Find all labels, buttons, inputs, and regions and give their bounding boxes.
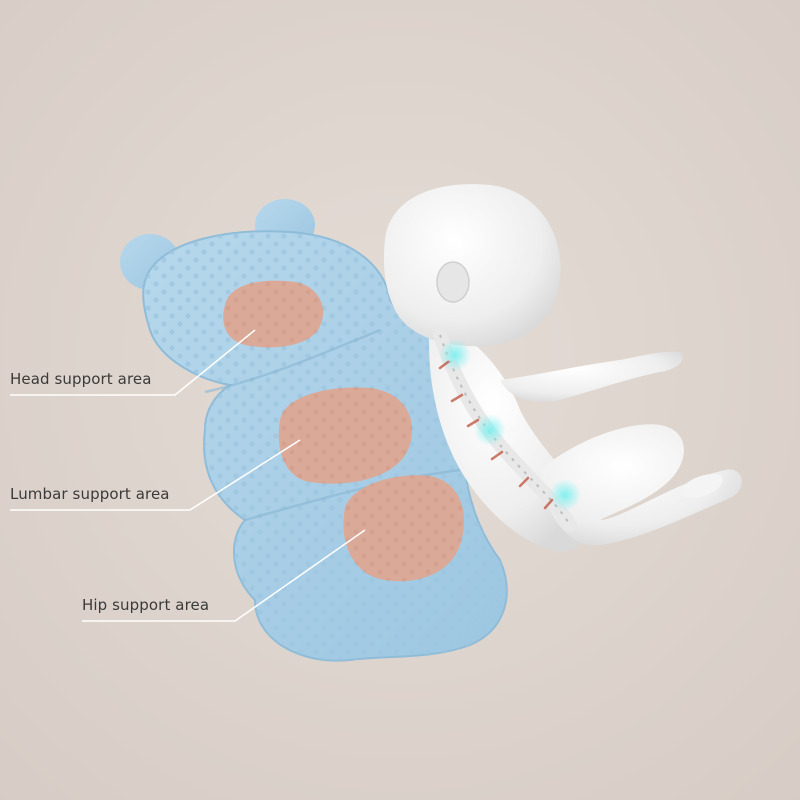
hip-support-label: Hip support area bbox=[82, 596, 210, 614]
baby-arm bbox=[500, 351, 683, 402]
callout-line-lumbar bbox=[10, 439, 301, 511]
callout-line-hip bbox=[82, 529, 366, 622]
cushion-crease bbox=[244, 468, 461, 522]
baby-foot bbox=[681, 473, 723, 499]
callout-line-head bbox=[10, 329, 256, 396]
head-support-label: Head support area bbox=[10, 370, 152, 388]
spine-glow bbox=[474, 414, 506, 446]
lumbar-support-label: Lumbar support area bbox=[10, 485, 170, 503]
spine-illustration bbox=[433, 328, 581, 532]
baby-leg bbox=[540, 424, 742, 546]
baby-head bbox=[383, 184, 561, 347]
baby-ear bbox=[436, 261, 470, 303]
baby-cushion bbox=[120, 199, 508, 662]
spine-glow bbox=[549, 479, 581, 511]
cushion-crease bbox=[204, 328, 381, 394]
